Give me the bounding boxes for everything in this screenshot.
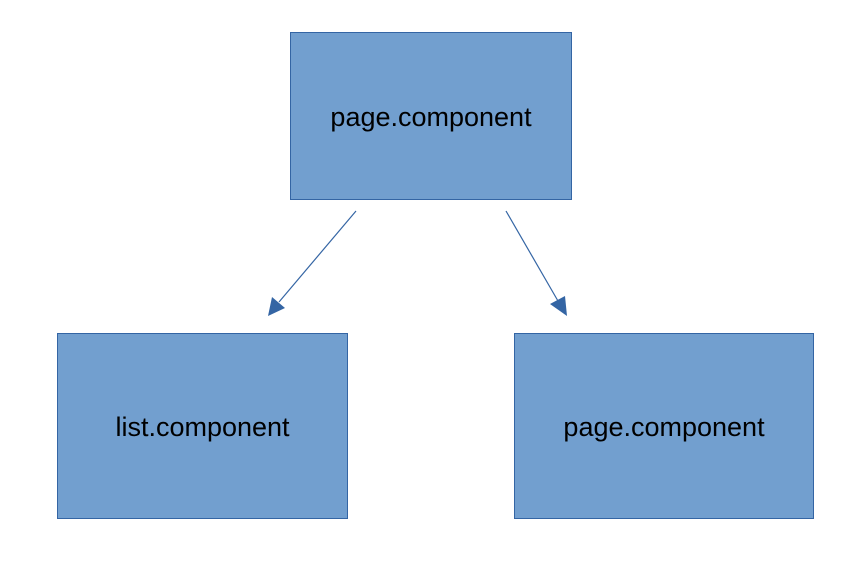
node-page-component-root[interactable]: page.component: [290, 32, 572, 200]
arrowhead-icon: [550, 296, 567, 316]
node-label: page.component: [563, 411, 765, 442]
node-label: list.component: [115, 411, 290, 442]
edge-root-to-right: [505, 210, 567, 316]
node-list-component[interactable]: list.component: [57, 333, 348, 519]
node-label: page.component: [330, 101, 532, 132]
edge-root-to-left: [268, 210, 357, 316]
node-page-component-child[interactable]: page.component: [514, 333, 814, 519]
arrowhead-icon: [268, 297, 285, 316]
